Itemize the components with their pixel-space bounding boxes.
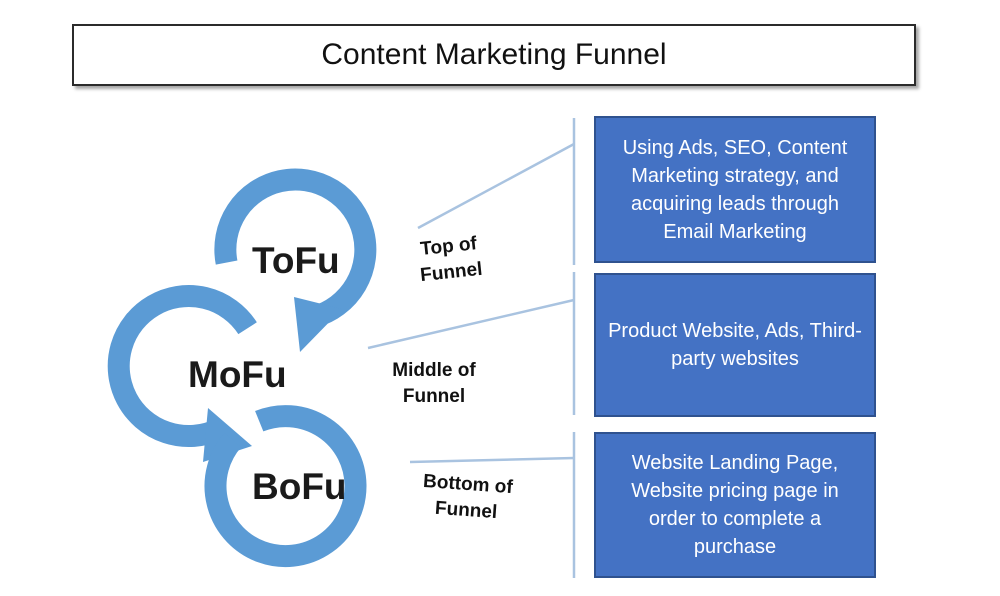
bofu-ring: [204, 405, 367, 568]
description-box-tofu: Using Ads, SEO, Content Marketing strate…: [594, 116, 876, 263]
description-box-bofu: Website Landing Page, Website pricing pa…: [594, 432, 876, 578]
connector-bottom: [409, 456, 575, 464]
stage-bofu: BoFu: [252, 466, 347, 507]
tofu-ring: [214, 168, 377, 328]
label-middle-of-funnel: Middle of Funnel: [392, 360, 476, 407]
label-bottom-of-funnel: Bottom of Funnel: [422, 470, 514, 524]
label-top-of-funnel: Top of Funnel: [419, 233, 484, 287]
description-text-tofu: Using Ads, SEO, Content Marketing strate…: [622, 136, 848, 243]
description-box-mofu: Product Website, Ads, Third-party websit…: [594, 273, 876, 417]
mofu-ring: [107, 285, 257, 447]
description-text-bofu: Website Landing Page, Website pricing pa…: [631, 452, 839, 558]
stage-mofu: MoFu: [188, 354, 287, 395]
tofu-arrowhead: [294, 297, 342, 352]
connector-middle: [367, 298, 575, 350]
connector-top: [417, 142, 575, 230]
stage-tofu: ToFu: [252, 240, 340, 281]
description-text-mofu: Product Website, Ads, Third-party websit…: [608, 320, 862, 370]
diagram-title: Content Marketing Funnel: [72, 24, 916, 86]
